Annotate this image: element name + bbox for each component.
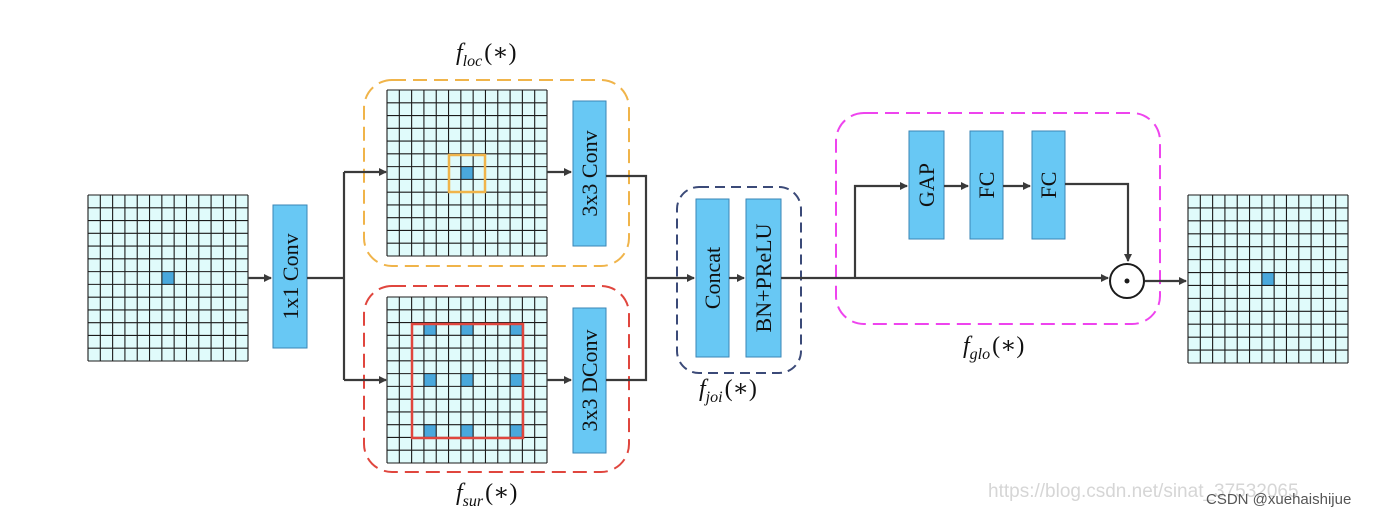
- output-feature-map: [1187, 194, 1349, 364]
- highlighted-cell: [423, 424, 437, 438]
- concat-label: Concat: [700, 247, 725, 309]
- multiply-dot-icon: [1124, 278, 1130, 284]
- fc1-label: FC: [974, 172, 999, 199]
- highlighted-cell: [423, 322, 437, 336]
- highlighted-cell: [510, 322, 523, 336]
- local-feature-map: [386, 89, 548, 257]
- input-feature-map: [87, 194, 249, 362]
- line-dconv-out: [606, 278, 648, 382]
- concat-block: [695, 198, 730, 358]
- f-joi-label: fjoi(∗): [699, 376, 757, 406]
- watermark-url: https://blog.csdn.net/sinat_37532065: [988, 481, 1299, 502]
- highlighted-cell: [460, 424, 474, 438]
- bnprelu-label: BN+PReLU: [751, 223, 776, 332]
- conv1x1-label: 1x1 Conv: [278, 233, 303, 319]
- f-sur-label: fsur(∗): [456, 480, 517, 510]
- fc1-block: [969, 130, 1004, 240]
- highlighted-cell: [510, 424, 523, 438]
- conv3x3-block: [572, 100, 607, 247]
- line-fc2-to-mult: [1065, 182, 1132, 262]
- dconv3x3-block: [572, 307, 607, 454]
- grid-lines: [87, 194, 249, 362]
- dilated-window-highlight: [410, 322, 525, 440]
- highlighted-cell: [161, 271, 175, 285]
- highlighted-cell: [460, 373, 474, 387]
- f-loc-label: floc(∗): [456, 40, 517, 70]
- gap-label: GAP: [914, 163, 939, 207]
- highlighted-cell: [460, 322, 474, 336]
- highlighted-cell: [510, 373, 523, 387]
- fc2-block: [1031, 130, 1066, 240]
- fc2-label: FC: [1036, 172, 1061, 199]
- bnprelu-block: [745, 198, 782, 358]
- line-conv3x3-out: [606, 174, 648, 278]
- line-branch-to-gap: [853, 182, 908, 278]
- highlighted-cell: [1261, 272, 1275, 286]
- conv1x1-block: [272, 204, 308, 349]
- highlighted-cell: [460, 166, 474, 180]
- gap-block: [908, 130, 945, 240]
- glo-group-box: [835, 112, 1161, 325]
- local-window-highlight: [447, 153, 487, 194]
- dconv3x3-label: 3x3 DConv: [577, 329, 602, 431]
- watermark-credit: CSDN @xuehaishijue: [1206, 491, 1351, 508]
- conv3x3-label: 3x3 Conv: [577, 130, 602, 216]
- grid-lines: [1187, 194, 1349, 364]
- f-glo-label: fglo(∗): [963, 333, 1024, 363]
- grid-lines: [386, 296, 548, 464]
- connections: [248, 168, 1187, 384]
- highlighted-cell: [423, 373, 437, 387]
- grid-lines: [386, 89, 548, 257]
- joi-group-box: [676, 186, 802, 374]
